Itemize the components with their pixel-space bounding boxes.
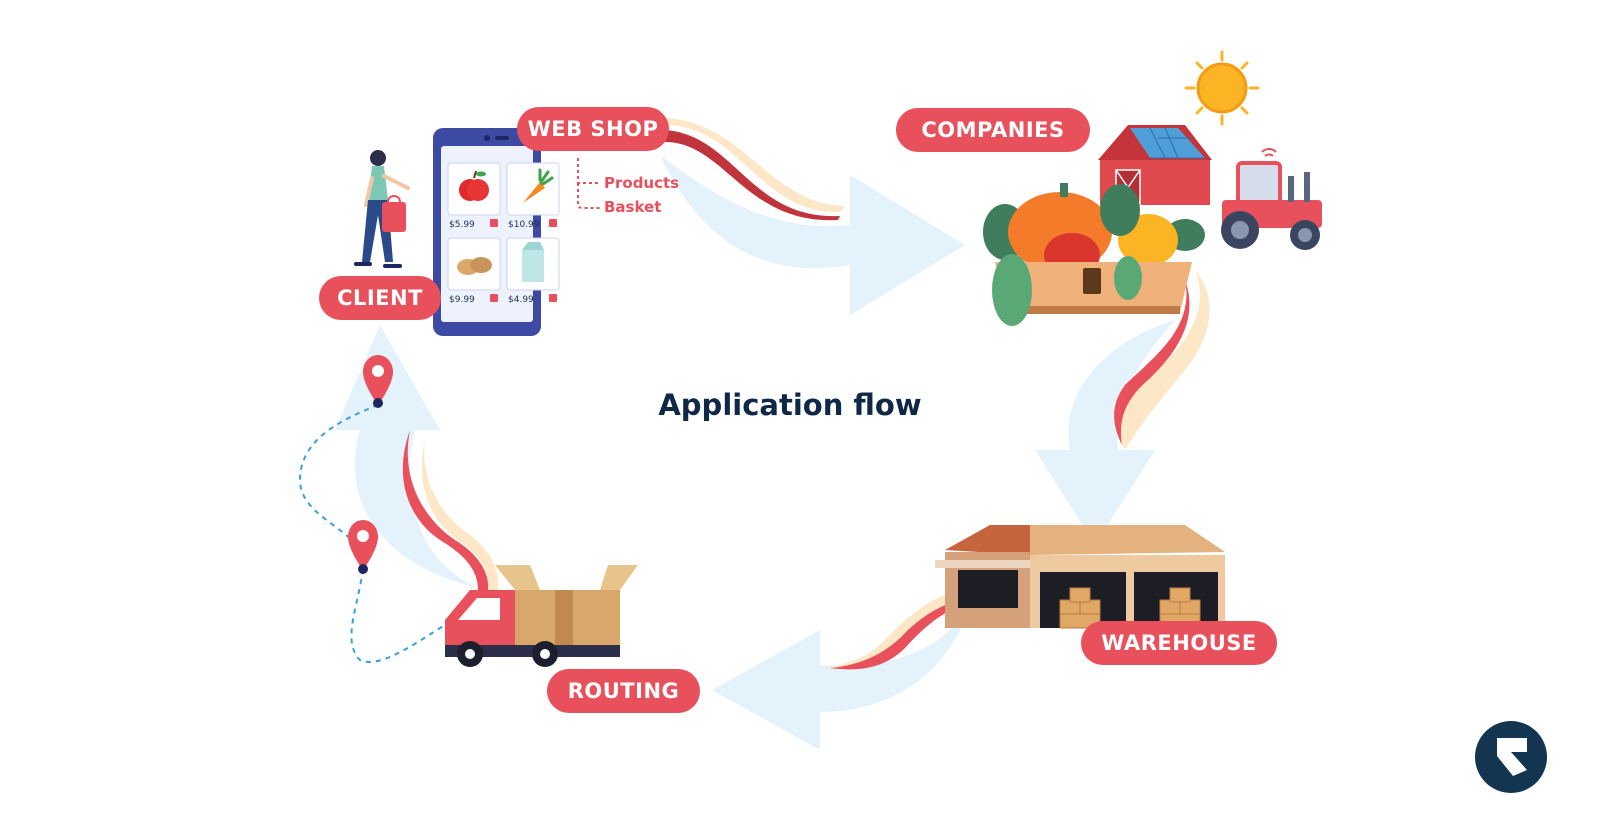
price-potatoes: $9.99 bbox=[449, 295, 475, 305]
ribbon-routing bbox=[402, 430, 499, 590]
ribbon-companies bbox=[1114, 270, 1210, 450]
map-pin-icon bbox=[348, 520, 378, 574]
route-dotted-path bbox=[298, 404, 446, 663]
warehouse-illustration bbox=[935, 525, 1225, 629]
price-carrot: $10.99 bbox=[508, 220, 540, 230]
woman-shopper-illustration bbox=[354, 150, 410, 268]
node-client: CLIENT bbox=[319, 276, 441, 320]
webshop-products-label: Products bbox=[604, 174, 680, 192]
price-apple: $5.99 bbox=[449, 220, 475, 230]
barn-illustration bbox=[1098, 125, 1212, 206]
brand-f-logo-icon bbox=[1475, 721, 1547, 793]
sun-icon bbox=[1184, 50, 1260, 126]
product-card-apple bbox=[447, 162, 501, 227]
produce-crate-illustration bbox=[983, 183, 1205, 326]
node-routing: ROUTING bbox=[547, 669, 700, 713]
product-card-milk bbox=[506, 237, 560, 302]
diagram-title: Application flow bbox=[658, 388, 922, 422]
map-pin-icon bbox=[363, 355, 393, 408]
webshop-submenu-connector bbox=[577, 158, 600, 209]
flow-arrow-warehouse-to-routing bbox=[712, 590, 975, 750]
node-web-shop: WEB SHOP bbox=[517, 107, 669, 151]
ribbon-warehouse bbox=[825, 586, 1000, 670]
node-companies: COMPANIES bbox=[896, 108, 1090, 152]
product-card-potatoes bbox=[447, 237, 501, 302]
flow-arrow-webshop-to-companies bbox=[660, 155, 965, 315]
webshop-basket-label: Basket bbox=[604, 198, 662, 216]
price-milk: $4.99 bbox=[508, 295, 534, 305]
flow-arrow-companies-to-warehouse bbox=[1035, 320, 1175, 545]
delivery-truck-illustration bbox=[445, 565, 638, 667]
tractor-illustration bbox=[1221, 148, 1322, 250]
node-warehouse: WAREHOUSE bbox=[1081, 621, 1277, 665]
product-card-carrot bbox=[506, 162, 560, 227]
phone-webshop: $5.99 $10.99 $9.99 $4.99 bbox=[433, 128, 560, 336]
ribbon-webshop bbox=[665, 118, 845, 221]
